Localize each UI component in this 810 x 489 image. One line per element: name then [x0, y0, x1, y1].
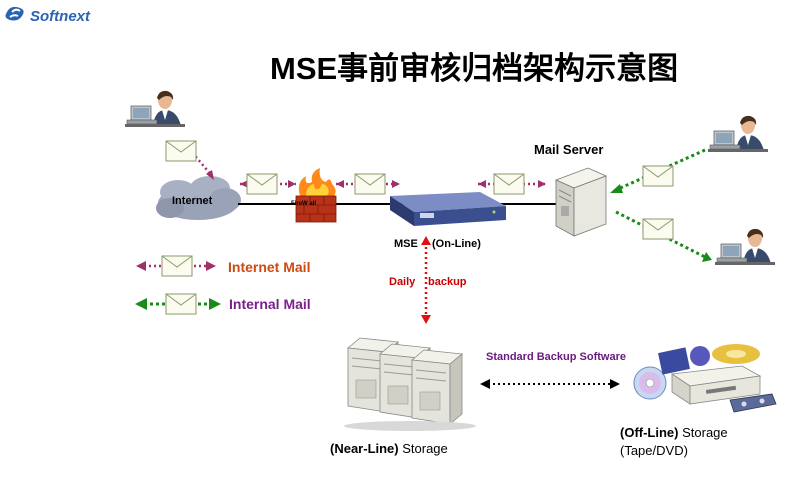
mse-label: MSE [394, 238, 418, 250]
legend-internal-mail-label: Internal Mail [229, 296, 311, 312]
firewall-icon [295, 168, 337, 223]
user-computer-icon [124, 90, 186, 128]
internet-mail-arrowheads [206, 170, 546, 188]
off-line-rest: Storage [678, 425, 727, 440]
daily-label: Daily [389, 276, 416, 288]
cd-disc-icon [633, 366, 667, 400]
standard-backup-label: Standard Backup Software [486, 351, 626, 363]
standard-backup-arrowhead [610, 379, 620, 389]
storage-server-icon [344, 337, 476, 431]
near-line-storage-label: (Near-Line) Storage [330, 441, 448, 456]
internet-label: Internet [172, 195, 213, 207]
mse-appliance-icon [390, 192, 506, 226]
legend-internet-mail-sample [136, 255, 216, 277]
envelope-icon [165, 140, 197, 162]
mail-server-icon [554, 167, 608, 237]
mail-server-label: Mail Server [534, 142, 603, 157]
cloud-icon [156, 176, 241, 220]
internal-mail-arrowheads [610, 184, 712, 262]
tape-dvd-label: (Tape/DVD) [620, 443, 688, 458]
near-line-bold: (Near-Line) [330, 441, 399, 456]
page-title: MSE事前审核归档架构示意图 [270, 51, 678, 86]
near-line-rest: Storage [399, 441, 448, 456]
envelope-icon [246, 173, 278, 195]
off-line-bold: (Off-Line) [620, 425, 678, 440]
daily-backup-arrowhead [421, 236, 431, 245]
firewall-label: FireW all [291, 201, 316, 207]
standard-backup-arrowhead [480, 379, 490, 389]
daily-backup-arrowhead [421, 315, 431, 324]
tape-dvd-drive-icon [658, 344, 777, 413]
legend-internet-mail-label: Internet Mail [228, 259, 310, 275]
envelope-icon [354, 173, 386, 195]
user-computer-icon [714, 228, 776, 266]
envelope-icon [642, 218, 674, 240]
softnext-logo-icon [5, 6, 24, 21]
off-line-storage-label: (Off-Line) Storage [620, 425, 728, 440]
envelope-icon [493, 173, 525, 195]
legend-internal-mail-sample [135, 293, 221, 315]
backup-label: backup [428, 276, 467, 288]
user-computer-icon [707, 115, 769, 153]
online-label: (On-Line) [432, 238, 481, 250]
envelope-icon [642, 165, 674, 187]
logo-text: Softnext [30, 8, 91, 25]
